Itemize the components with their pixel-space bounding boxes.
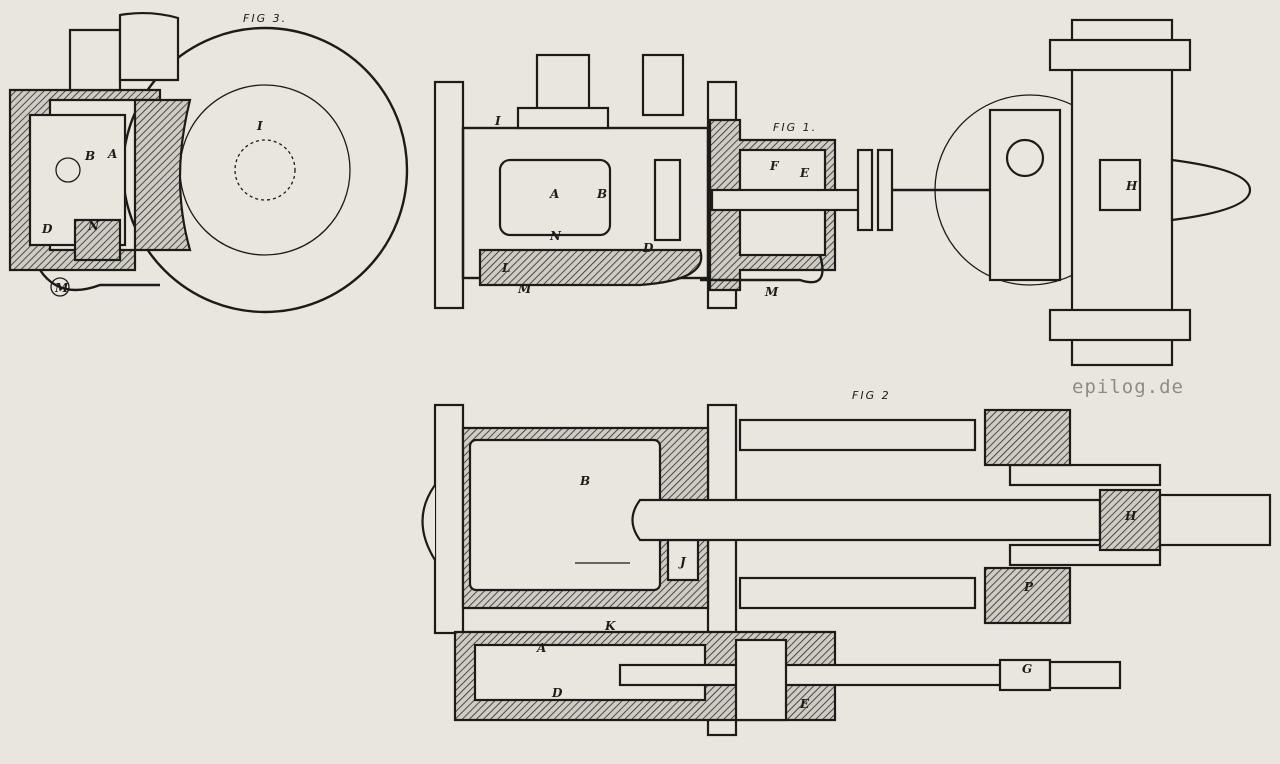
- fig3-label: B: [84, 149, 95, 163]
- fig2-label: D: [551, 686, 563, 700]
- fig1-label: D: [642, 241, 654, 255]
- fig1-label: H: [1125, 179, 1138, 193]
- fig2-caption: FIG 2: [852, 389, 891, 402]
- fig1-caption: FIG 1.: [773, 121, 817, 134]
- figure-2: FIG 2 B J A K D E H P G: [421, 389, 1272, 737]
- fig1-label: N: [549, 229, 562, 243]
- figure-3: FIG 3. I B A D N M: [8, 11, 409, 314]
- fig2-label: K: [604, 619, 616, 633]
- fig3-label: M: [54, 281, 69, 295]
- fig2-label: P: [1023, 580, 1034, 594]
- fig2-label: B: [579, 474, 590, 488]
- fig2-label: J: [678, 555, 687, 569]
- fig2-label: E: [799, 697, 810, 711]
- fig1-label: E: [799, 166, 810, 180]
- fig1-label: B: [596, 187, 607, 201]
- fig1-label: M: [764, 285, 779, 299]
- fig3-label: I: [256, 119, 263, 133]
- fig2-label: A: [536, 641, 546, 655]
- fig1-label: A: [549, 187, 559, 201]
- watermark: epilog.de: [1072, 376, 1184, 398]
- fig3-caption: FIG 3.: [243, 12, 287, 25]
- fig1-label: I: [494, 114, 501, 128]
- fig2-label: H: [1124, 509, 1137, 523]
- fig2-label: G: [1022, 662, 1032, 676]
- fig1-label: M: [517, 282, 532, 296]
- figure-1: FIG 1. I A B N D L M F E M H: [433, 18, 1252, 367]
- fig3-label: D: [41, 222, 53, 236]
- fig1-label: F: [769, 159, 780, 173]
- fig3-label: N: [87, 219, 100, 233]
- fig1-label: L: [501, 261, 510, 275]
- fig3-label: A: [107, 147, 117, 161]
